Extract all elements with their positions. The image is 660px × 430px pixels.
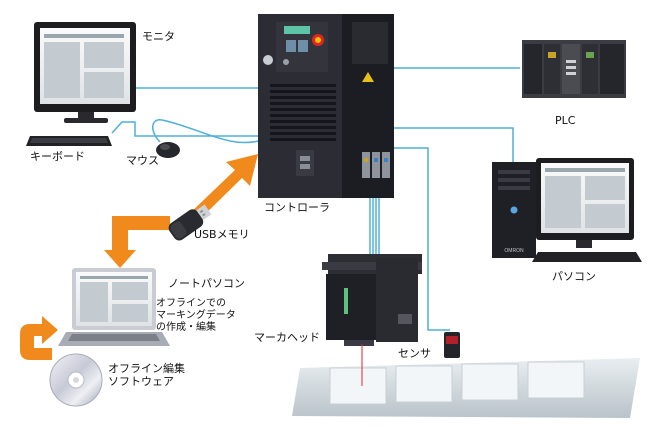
- work-panel: [292, 344, 640, 418]
- cd-disc-device: [49, 353, 103, 407]
- offline-data-line-1: オフラインでの: [156, 298, 226, 309]
- label-plc: PLC: [555, 114, 576, 127]
- line-pc: [392, 127, 514, 162]
- desktop-pc-device: OMRON: [492, 158, 642, 262]
- label-offline-software: オフライン編集 ソフトウェア: [108, 362, 185, 388]
- label-sensor: センサ: [398, 347, 431, 360]
- marker-head-device: [322, 254, 422, 346]
- label-pc: パソコン: [552, 270, 596, 283]
- label-offline-data: オフラインでの マーキングデータ の作成・編集: [156, 298, 236, 334]
- plc-device: [522, 40, 626, 98]
- label-mouse: マウス: [126, 154, 159, 167]
- pc-brand-logo: OMRON: [504, 248, 524, 254]
- offline-data-line-3: の作成・編集: [156, 322, 216, 333]
- power-button-icon: [510, 206, 518, 214]
- label-notebook-pc: ノートパソコン: [168, 277, 245, 290]
- monitor-device: [34, 22, 136, 123]
- loop-arrow: [20, 316, 58, 360]
- offline-software-line-1: オフライン編集: [108, 362, 185, 375]
- line-mouse: [152, 119, 263, 144]
- download-arrow: [104, 216, 170, 268]
- controller-device: [258, 14, 394, 198]
- label-controller: コントローラ: [264, 201, 330, 214]
- sensor-device: [444, 332, 460, 358]
- controller-vents: [270, 84, 336, 141]
- keyboard-device: [26, 136, 112, 146]
- label-marker-head: マーカヘッド: [254, 331, 320, 344]
- line-keyboard: [111, 121, 260, 137]
- line-sensor: [392, 147, 450, 331]
- mouse-device: [156, 142, 180, 158]
- usb-arrow: [188, 154, 258, 223]
- label-monitor: モニタ: [142, 30, 175, 43]
- notebook-pc-device: [58, 268, 170, 346]
- label-usb-memory: USBメモリ: [194, 228, 250, 241]
- monitor-screen-content: [44, 34, 124, 98]
- key-switch-icon: [263, 55, 273, 65]
- label-keyboard: キーボード: [30, 150, 85, 163]
- offline-data-line-2: マーキングデータ: [156, 310, 236, 321]
- offline-software-line-2: ソフトウェア: [108, 375, 174, 388]
- usb-memory-device: [168, 204, 212, 241]
